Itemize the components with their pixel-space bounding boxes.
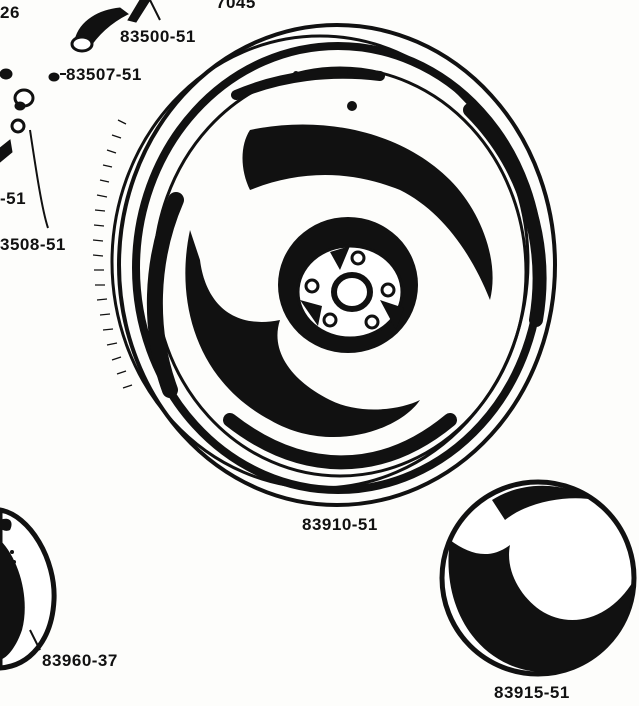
label-partial-51: -51 — [0, 189, 27, 208]
washer-part — [13, 88, 35, 111]
wheel-dish-swirl — [185, 230, 420, 438]
hubcap-83915 — [439, 479, 637, 677]
valve-stem-part — [70, 0, 151, 53]
nut-part-2 — [0, 68, 13, 80]
rim-outer-edge — [117, 23, 557, 507]
hardware-parts-group — [0, 0, 161, 229]
wheel-dish-arc — [242, 124, 493, 301]
label-part-83507-51: 83507-51 — [66, 65, 142, 84]
wheel-assembly — [92, 23, 557, 507]
leader-line-83508 — [29, 129, 49, 229]
cap-part — [10, 118, 26, 134]
hubcap-83960-partial — [0, 507, 57, 671]
rim-shadow-bottom — [223, 413, 457, 470]
hub-center — [331, 272, 373, 312]
label-part-83910-51: 83910-51 — [302, 515, 378, 534]
label-part-3508-51: 3508-51 — [0, 235, 66, 254]
label-partial-7045: 7045 — [216, 0, 256, 12]
rim-shadow-top — [231, 68, 385, 100]
rim-shadow-left — [146, 192, 184, 398]
tire-tread-ticks — [92, 119, 133, 389]
label-part-83960-37: 83960-37 — [42, 651, 118, 670]
leader-line-83500 — [149, 0, 161, 21]
lug-nut-holes — [304, 250, 396, 330]
label-part-83915-51: 83915-51 — [494, 683, 570, 702]
rim-shadow-right — [463, 103, 547, 327]
label-part-83500-51: 83500-51 — [120, 27, 196, 46]
hub-spoke-shading — [300, 246, 404, 330]
small-bar-part — [0, 139, 13, 163]
label-partial-26: 26 — [0, 3, 20, 22]
nut-part-1 — [48, 72, 60, 82]
rim-valve-dots — [293, 69, 357, 111]
leader-line-83960 — [29, 629, 41, 651]
